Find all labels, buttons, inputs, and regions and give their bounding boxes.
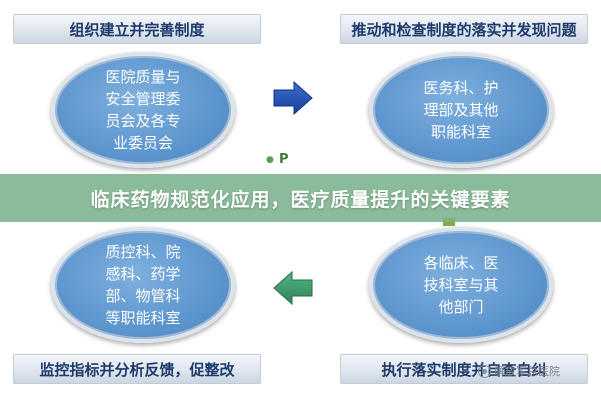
node-quality-committee: 医院质量与 安全管理委 员会及各专 业委员会 <box>51 52 235 168</box>
node-line: 他部门 <box>438 298 484 316</box>
node-line: 各临床、医 <box>423 254 499 272</box>
chat-bubble-icon <box>478 364 491 378</box>
title-execute-selfcheck-text: 执行落实制度并自查自纠 <box>381 360 547 379</box>
node-line: 医院质量与 <box>105 68 181 86</box>
watermark-text: 解放军总医院 <box>494 365 560 378</box>
node-clinical-departments-text: 各临床、医 技科室与其 他部门 <box>373 252 549 318</box>
node-line: 等职能科室 <box>105 309 181 327</box>
node-quality-control-text: 质控科、院 感科、药学 部、物管科 等职能科室 <box>55 241 231 329</box>
overlay-banner-text: 临床药物规范化应用，医疗质量提升的关键要素 <box>90 188 511 211</box>
title-establish-system: 组织建立并完善制度 <box>13 14 261 44</box>
node-line: 质控科、院 <box>105 243 181 261</box>
title-execute-selfcheck: 执行落实制度并自查自纠 <box>340 354 588 384</box>
node-quality-committee-text: 医院质量与 安全管理委 员会及各专 业委员会 <box>55 66 231 154</box>
watermark: 解放军总医院 <box>478 363 560 379</box>
node-clinical-departments: 各临床、医 技科室与其 他部门 <box>369 227 553 343</box>
cycle-dots: ● <box>266 155 274 165</box>
title-promote-check-text: 推动和检查制度的落实并发现问题 <box>351 20 577 39</box>
title-promote-check: 推动和检查制度的落实并发现问题 <box>340 14 588 44</box>
overlay-banner: 临床药物规范化应用，医疗质量提升的关键要素 <box>0 174 601 222</box>
node-medical-affairs: 医务科、护 理部及其他 职能科室 <box>369 52 553 168</box>
title-establish-system-text: 组织建立并完善制度 <box>69 20 205 39</box>
node-quality-control: 质控科、院 感科、药学 部、物管科 等职能科室 <box>51 227 235 343</box>
left-arrow-icon <box>273 270 313 306</box>
node-line: 职能科室 <box>430 123 491 141</box>
right-arrow-icon <box>273 80 313 116</box>
node-line: 业委员会 <box>112 134 173 152</box>
node-line: 医务科、护 <box>423 79 499 97</box>
node-line: 感科、药学 <box>105 265 181 283</box>
node-line: 技科室与其 <box>423 276 499 294</box>
node-line: 理部及其他 <box>423 101 499 119</box>
title-monitor-feedback-text: 监控指标并分析反馈，促整改 <box>39 360 235 379</box>
node-medical-affairs-text: 医务科、护 理部及其他 职能科室 <box>373 77 549 143</box>
title-monitor-feedback: 监控指标并分析反馈，促整改 <box>13 354 261 384</box>
node-line: 安全管理委 <box>105 90 181 108</box>
node-line: 员会及各专 <box>105 112 181 130</box>
cycle-plan-label: P <box>279 152 289 167</box>
node-line: 部、物管科 <box>105 287 181 305</box>
down-arrow-icon <box>443 218 455 226</box>
